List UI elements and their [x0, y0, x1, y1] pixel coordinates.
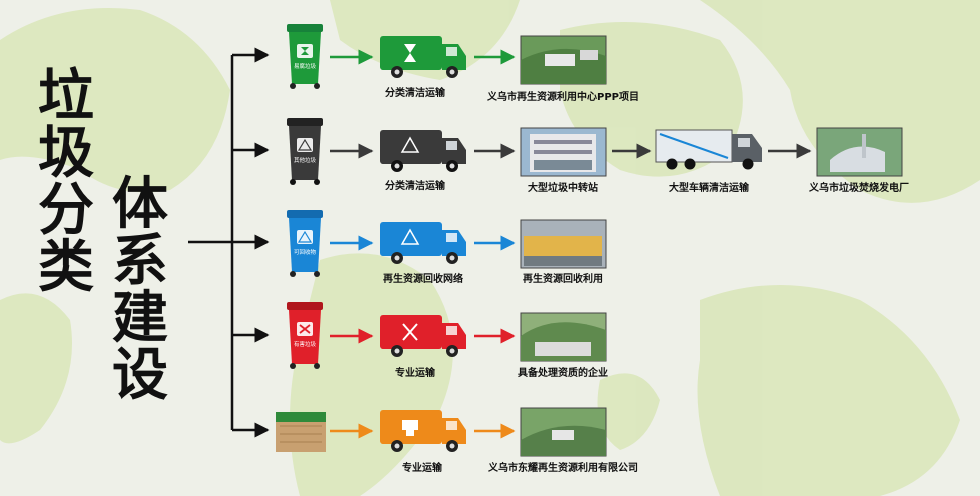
- title-part2: 体 系 建 设: [112, 172, 168, 409]
- destination-label: 义乌市东耀再生资源利用有限公司: [488, 463, 638, 474]
- transport-label: 分类清洁运输: [385, 88, 445, 99]
- garbage-truck-icon: [380, 36, 466, 78]
- recycling-center-photo: [520, 35, 607, 85]
- recyclable-bin-icon: 可回收物: [287, 210, 323, 277]
- transport-label: 分类清洁运输: [385, 181, 445, 192]
- other-waste-bin-icon: 其他垃圾: [287, 118, 323, 185]
- transfer-station-photo: [520, 127, 607, 177]
- hazardous-facility-photo: [520, 312, 607, 362]
- title-char: 分: [38, 178, 94, 244]
- transport-label: 专业运输: [395, 368, 435, 379]
- title-char: 系: [112, 229, 168, 295]
- bin-label: 有害垃圾: [294, 340, 317, 348]
- transport-label: 专业运输: [402, 463, 442, 474]
- destination-label: 再生资源回收利用: [523, 274, 603, 285]
- destination-label: 义乌市垃圾焚烧发电厂: [809, 183, 909, 194]
- row-other-waste: 其他垃圾: [287, 118, 903, 185]
- title-char: 体: [112, 172, 168, 237]
- incineration-plant-photo: [816, 127, 903, 177]
- title-char: 设: [112, 343, 168, 409]
- row-hazardous: 有害垃圾: [287, 302, 607, 369]
- destination-label: 义乌市再生资源利用中心PPP项目: [487, 92, 639, 103]
- recycling-facility-photo: [520, 219, 607, 269]
- garbage-truck-icon: [380, 130, 466, 172]
- title-char: 圾: [38, 121, 94, 187]
- garbage-truck-icon: [380, 315, 466, 357]
- row-bulky-waste: [276, 407, 607, 457]
- garbage-truck-icon: [380, 410, 466, 452]
- dongyao-company-photo: [520, 407, 607, 457]
- destination-label: 大型垃圾中转站: [528, 183, 598, 194]
- transport-label: 再生资源回收网络: [383, 274, 463, 285]
- row-kitchen-waste: 易腐垃圾: [287, 24, 607, 89]
- title-char: 建: [112, 286, 168, 352]
- bulky-waste-crate-icon: [276, 412, 326, 452]
- title-part1: 垃 圾 分 类: [38, 64, 94, 301]
- destination-label: 具备处理资质的企业: [518, 368, 608, 379]
- bin-label: 其他垃圾: [294, 156, 317, 164]
- kitchen-waste-bin-icon: 易腐垃圾: [287, 24, 323, 89]
- bin-label: 可回收物: [294, 248, 317, 256]
- row-recyclables: 可回收物: [287, 210, 607, 277]
- garbage-truck-icon: [380, 222, 466, 264]
- title-char: 类: [38, 235, 94, 301]
- title-char: 垃: [38, 64, 94, 129]
- bin-label: 易腐垃圾: [294, 62, 317, 70]
- branch-connectors: [188, 47, 270, 438]
- hazardous-bin-icon: 有害垃圾: [287, 302, 323, 369]
- destination-label: 大型车辆清洁运输: [669, 183, 749, 194]
- large-truck-icon: [655, 129, 762, 170]
